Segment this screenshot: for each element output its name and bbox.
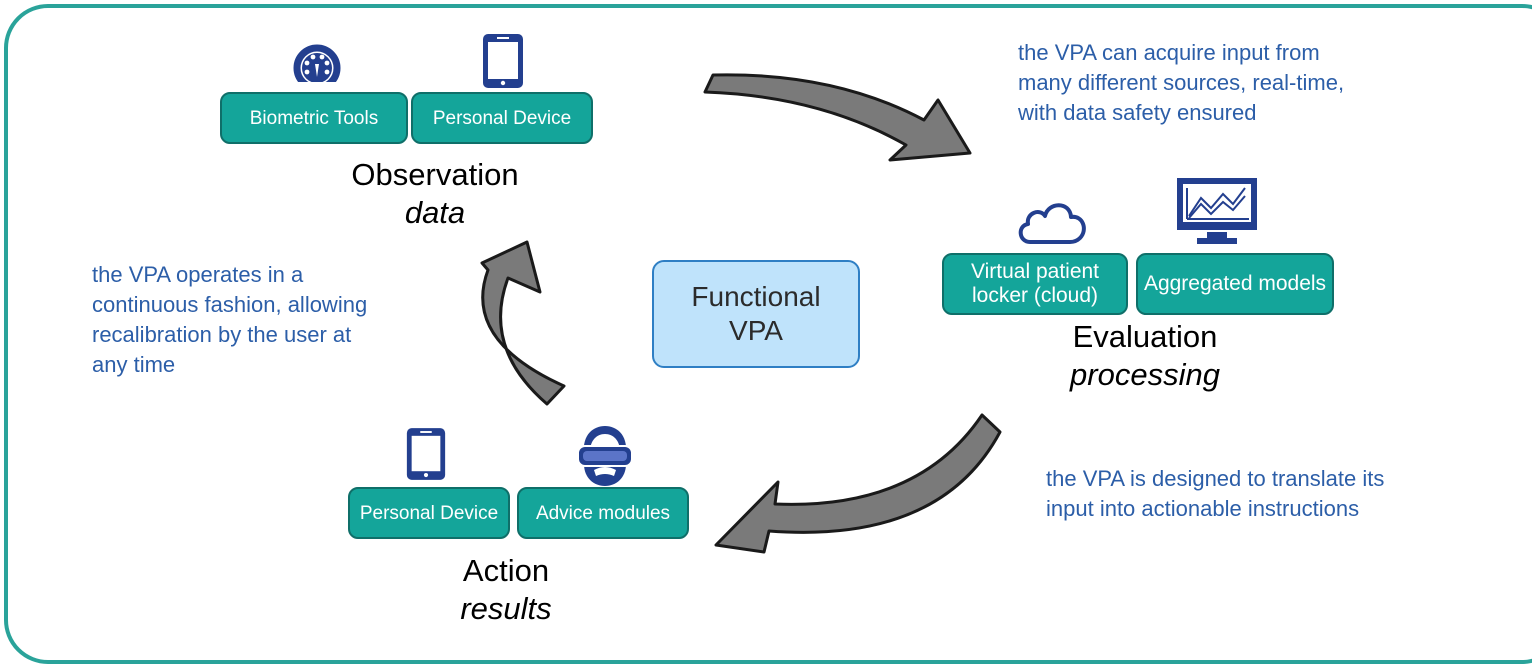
virtual-patient-locker-label: Virtual patient locker (cloud) [970,260,1100,307]
speedometer-icon [293,44,341,88]
aggregated-models-tile: Aggregated models [1136,253,1334,315]
line-chart-monitor-icon [1177,178,1257,244]
action-title: Action [462,553,550,588]
personal-device-top-tile: Personal Device [411,92,593,144]
arrow-evaluation-to-action [714,413,1002,554]
tablet-icon [406,428,446,480]
evaluation-title: Evaluation [1072,319,1218,354]
biometric-tools-tile: Biometric Tools [220,92,408,144]
observation-stage-label: Observation data [310,156,560,232]
arrow-observation-to-evaluation [703,73,972,162]
note-input-sources: the VPA can acquire input from many diff… [1018,40,1345,125]
advice-modules-tile: Advice modules [517,487,689,539]
observation-subtitle: data [404,195,466,230]
observation-title: Observation [351,157,519,192]
cycle-arrows [480,73,1002,554]
tablet-icon [483,34,523,88]
advice-modules-label: Advice modules [535,502,671,524]
action-subtitle: results [460,591,552,626]
vr-headset-icon [577,426,633,486]
action-stage-label: Action results [426,552,586,628]
virtual-patient-locker-tile: Virtual patient locker (cloud) [942,253,1128,315]
note-actionable-instructions: the VPA is designed to translate its inp… [1046,466,1385,521]
cloud-icon [1018,203,1086,244]
evaluation-stage-label: Evaluation processing [1030,318,1260,394]
personal-device-top-label: Personal Device [432,107,572,129]
arrow-action-to-observation [480,240,566,406]
personal-device-bottom-label: Personal Device [359,502,499,524]
evaluation-subtitle: processing [1070,357,1220,392]
aggregated-models-label: Aggregated models [1143,272,1327,295]
biometric-tools-label: Biometric Tools [249,107,379,129]
note-continuous-operation: the VPA operates in a continuous fashion… [92,262,368,377]
personal-device-bottom-tile: Personal Device [348,487,510,539]
functional-vpa-box: Functional VPA [652,260,860,368]
functional-vpa-label: Functional VPA [691,281,821,346]
